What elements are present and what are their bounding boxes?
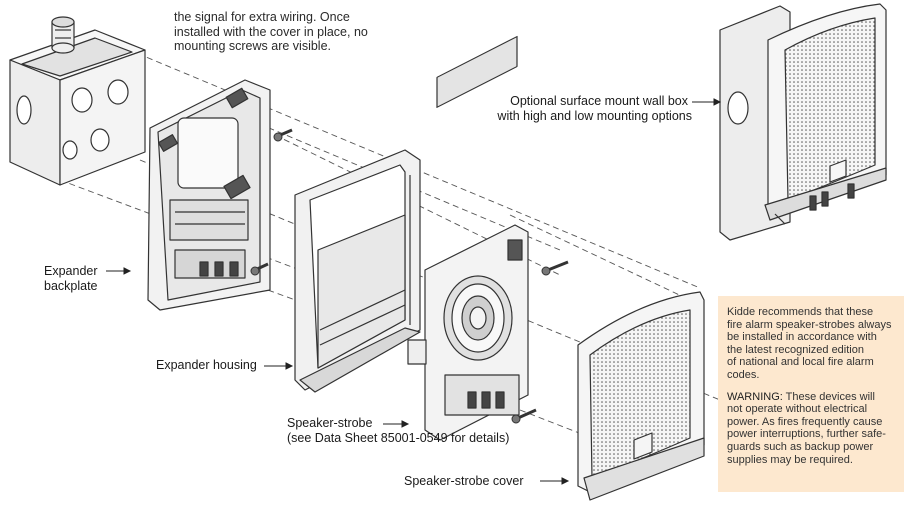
backplate-label-line: backplate xyxy=(44,279,98,293)
strobe-label-line: (see Data Sheet 85001-0549 for details) xyxy=(287,431,510,445)
speaker-strobe-cover-part xyxy=(577,291,705,501)
screws xyxy=(250,128,293,276)
backplate-label: Expander backplate xyxy=(44,264,98,294)
warning-text: WARNING: These devices will not operate … xyxy=(727,391,898,467)
surface-box-assembled-part xyxy=(719,3,887,241)
strobe-label-line: Speaker-strobe xyxy=(287,416,373,430)
expander-housing-part xyxy=(294,149,421,393)
speaker-strobe-part xyxy=(407,35,529,441)
label-arrows xyxy=(106,98,722,485)
notice-line: the latest recognized edition xyxy=(727,343,864,356)
surface-box-label-line: with high and low mounting options xyxy=(497,109,692,123)
notice-line: be installed in accordance with xyxy=(727,331,877,344)
notice-line: fire alarm speaker-strobes always xyxy=(727,318,892,331)
warning-line: guards such as backup power xyxy=(727,440,874,453)
strobe-cover-label: Speaker-strobe cover xyxy=(404,474,524,488)
strobe-screws xyxy=(511,260,569,424)
warning-first-line: WARNING: These devices will xyxy=(727,391,898,404)
warning-line: not operate without electrical xyxy=(727,403,868,416)
top-note-line: mounting screws are visible. xyxy=(174,39,332,53)
surface-box-label-line: Optional surface mount wall box xyxy=(510,94,688,108)
notice-line: Kidde recommends that these xyxy=(727,306,874,318)
top-note-line: installed with the cover in place, no xyxy=(174,24,368,39)
warning-line: These devices will xyxy=(782,390,875,403)
notice-line: codes. xyxy=(727,368,760,381)
warning-line: power interruptions, further safe- xyxy=(727,428,886,441)
surface-box-label: Optional surface mount wall box with hig… xyxy=(482,94,692,124)
strobe-label: Speaker-strobe (see Data Sheet 85001-054… xyxy=(287,416,509,446)
warning-line: supplies may be required. xyxy=(727,453,853,466)
housing-label: Expander housing xyxy=(156,358,257,372)
backplate-label-line: Expander xyxy=(44,264,98,278)
expander-backplate-part xyxy=(147,79,271,311)
warning-line: power. As fires frequently cause xyxy=(727,415,883,428)
surface-mount-box xyxy=(9,16,146,186)
recommendation-text: Kidde recommends that these fire alarm s… xyxy=(727,306,898,382)
top-note-line: the signal for extra wiring. Once xyxy=(174,10,350,24)
code-compliance-notice: Kidde recommends that these fire alarm s… xyxy=(718,296,904,492)
top-note: the signal for extra wiring. Once instal… xyxy=(174,10,414,54)
warning-label: WARNING: xyxy=(727,390,783,403)
notice-line: of national and local fire alarm xyxy=(727,356,874,369)
